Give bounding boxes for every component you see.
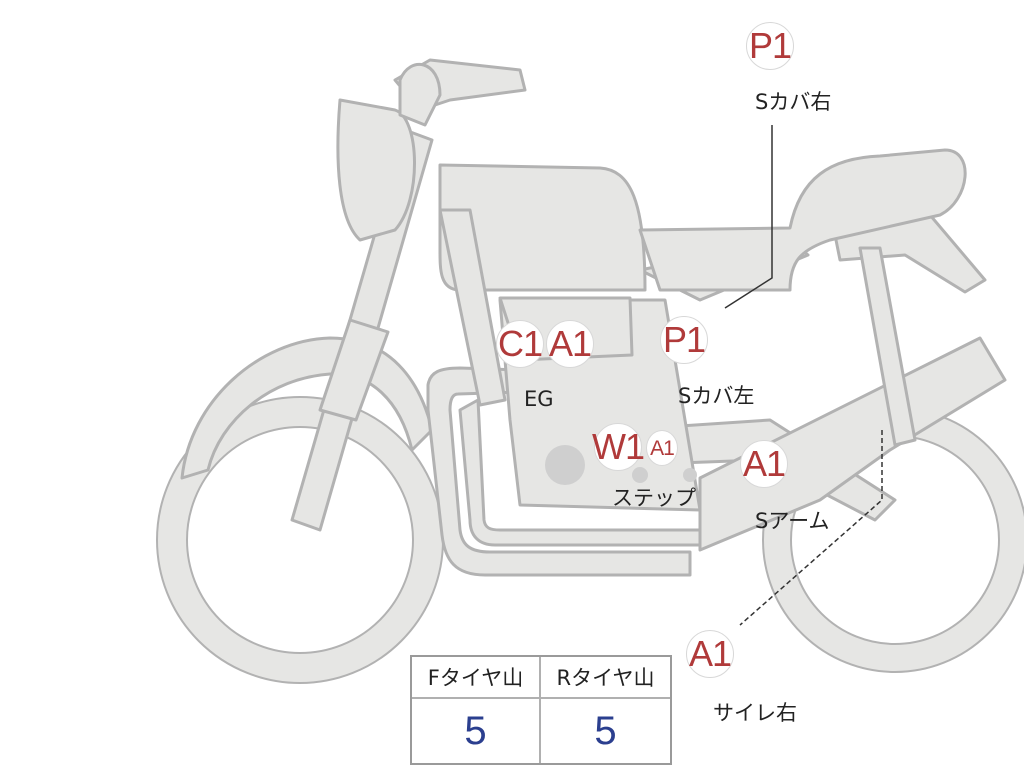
headlight — [336, 98, 416, 242]
marker-a1-arm[interactable]: A1 — [740, 440, 788, 488]
front-tire-value: 5 — [412, 699, 541, 763]
label-muffler-right: サイレ右 — [713, 701, 797, 725]
engine-details — [545, 445, 697, 485]
marker-a1-muffler[interactable]: A1 — [686, 630, 734, 678]
leader-lines — [724, 125, 883, 626]
rear-tire-header: Rタイヤ山 — [541, 657, 670, 699]
marker-code: W1 — [592, 426, 645, 467]
marker-code: A1 — [650, 436, 675, 460]
exhaust-pipe — [426, 366, 692, 577]
marker-code: P1 — [662, 319, 706, 360]
label-s-cover-right: Sカバ右 — [755, 90, 832, 114]
marker-p1-top[interactable]: P1 — [746, 22, 794, 70]
label-swingarm: Sアーム — [755, 509, 830, 533]
headlight-visor — [398, 62, 442, 127]
marker-code: A1 — [688, 633, 732, 674]
marker-code: A1 — [742, 443, 786, 484]
frame-down-tube — [438, 208, 507, 407]
rear-shock — [858, 246, 917, 447]
marker-code: A1 — [548, 323, 592, 364]
seat — [638, 148, 967, 292]
marker-w1[interactable]: W1 — [592, 423, 645, 471]
marker-c1[interactable]: C1 — [496, 320, 544, 368]
label-eg: EG — [524, 387, 554, 411]
front-wheel — [156, 396, 444, 684]
tire-tread-table: Fタイヤ山 Rタイヤ山 5 5 — [410, 655, 672, 765]
label-step: ステップ — [612, 486, 696, 510]
fuel-tank — [438, 163, 647, 292]
marker-p1-mid[interactable]: P1 — [660, 316, 708, 364]
rear-tire-value: 5 — [594, 708, 617, 753]
front-tire-header: Fタイヤ山 — [412, 657, 541, 699]
muffler — [698, 336, 1007, 552]
label-s-cover-left: Sカバ左 — [678, 384, 755, 408]
marker-code: P1 — [748, 25, 792, 66]
marker-a1-small[interactable]: A1 — [646, 430, 678, 466]
marker-a1-eg[interactable]: A1 — [546, 320, 594, 368]
fork-lower — [318, 318, 390, 422]
marker-code: C1 — [497, 323, 543, 364]
